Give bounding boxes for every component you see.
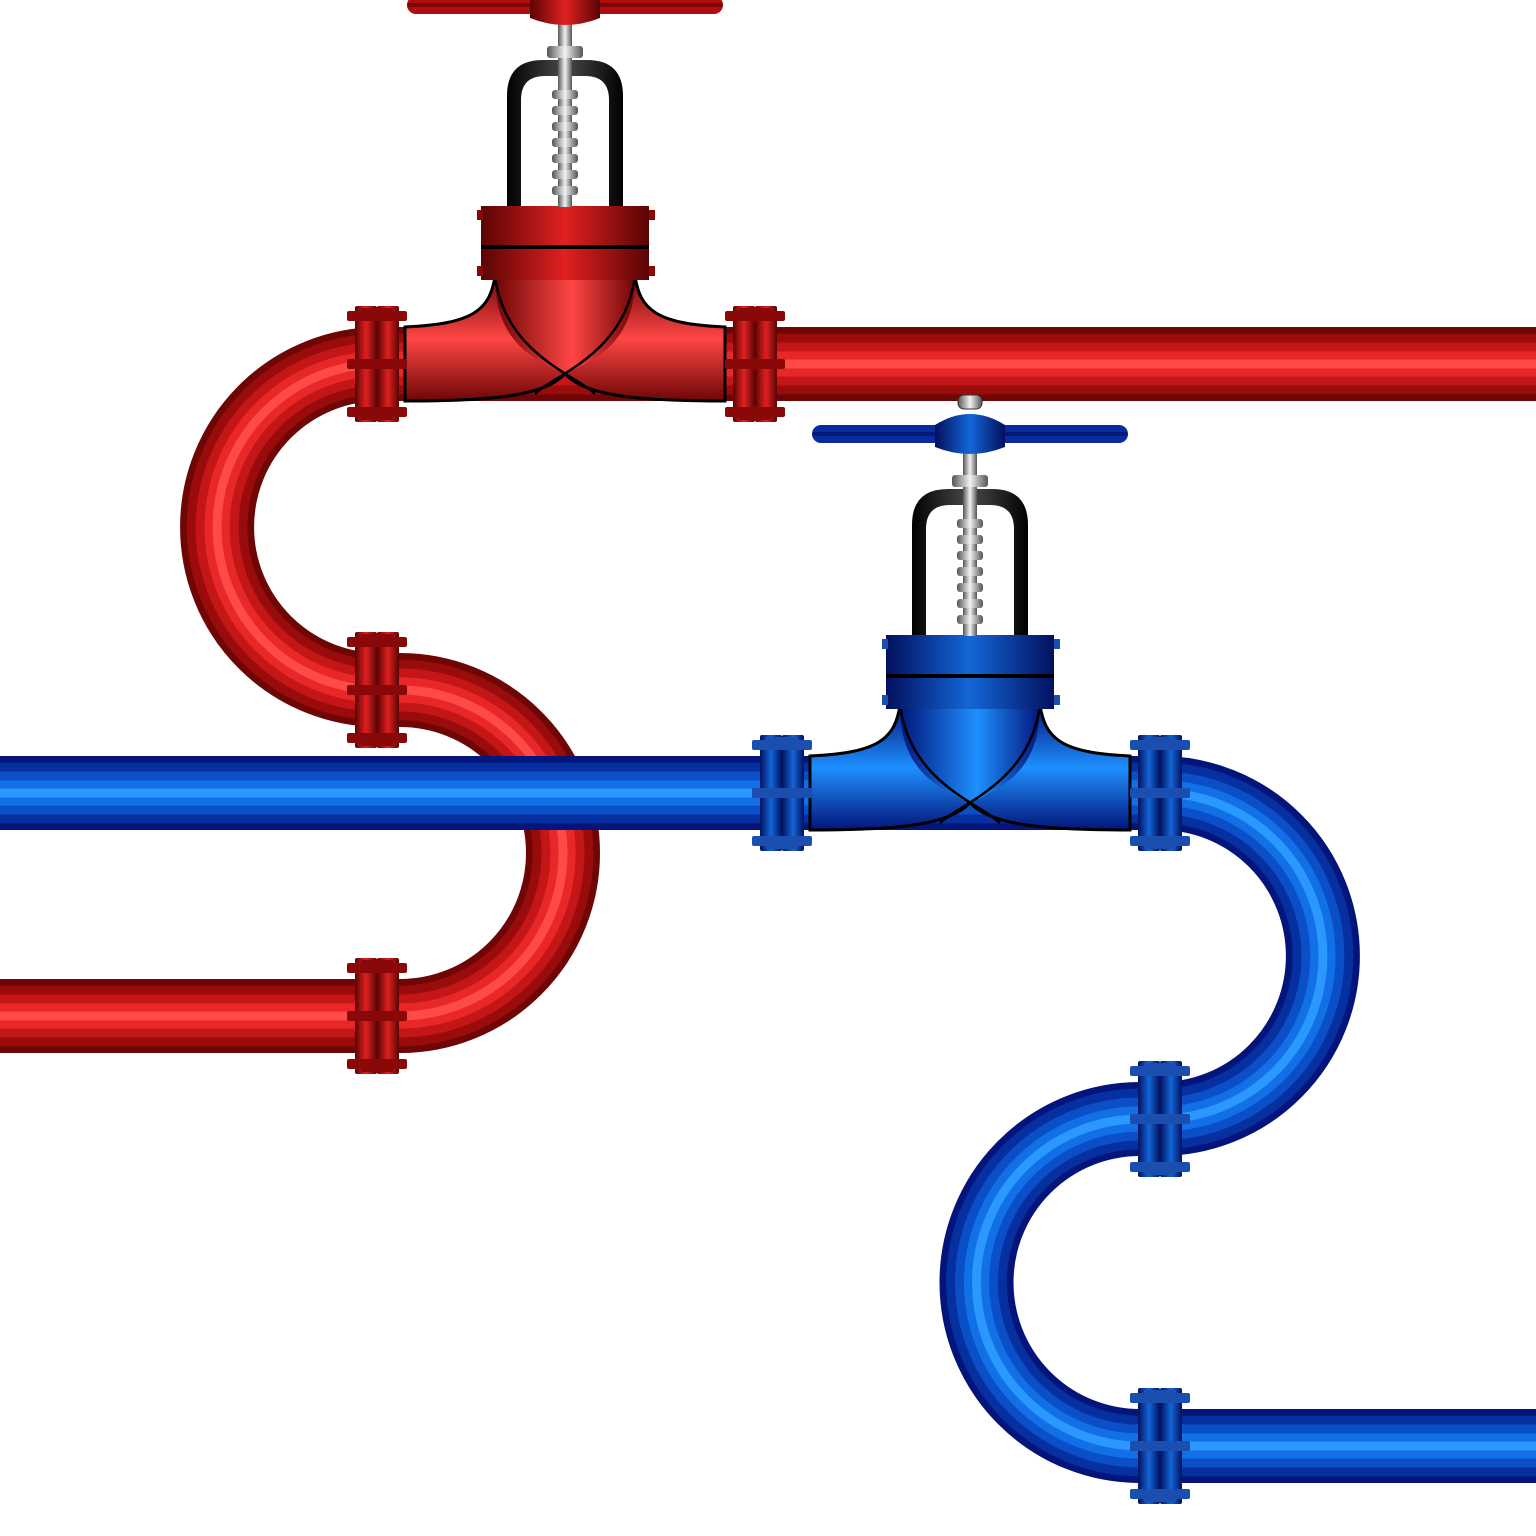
valve-bowl xyxy=(900,705,1040,803)
valve-yoke xyxy=(507,60,623,206)
red-flange xyxy=(347,306,407,422)
red-flange xyxy=(725,306,785,422)
blue-flange xyxy=(1130,1061,1190,1177)
pipe-flanges xyxy=(347,306,1190,1504)
blue-flange xyxy=(1130,735,1190,851)
cap-nut xyxy=(957,394,983,410)
bonnet-flange xyxy=(886,677,1054,709)
red-flange xyxy=(347,632,407,748)
blue-pipe xyxy=(0,756,1536,1483)
valve-yoke xyxy=(912,489,1028,635)
blue-pipeline xyxy=(0,756,1536,1483)
valve-bowl xyxy=(495,276,635,374)
blue-gate-valve-icon[interactable] xyxy=(808,394,1132,832)
red-flange xyxy=(347,958,407,1074)
bonnet-flange xyxy=(481,248,649,280)
red-gate-valve-icon[interactable] xyxy=(403,0,727,403)
blue-flange xyxy=(1130,1388,1190,1504)
handwheel-hub xyxy=(935,414,1005,454)
handwheel-hub xyxy=(530,0,600,25)
bonnet-flange xyxy=(481,206,649,246)
blue-flange xyxy=(752,735,812,851)
bonnet-flange xyxy=(886,635,1054,675)
